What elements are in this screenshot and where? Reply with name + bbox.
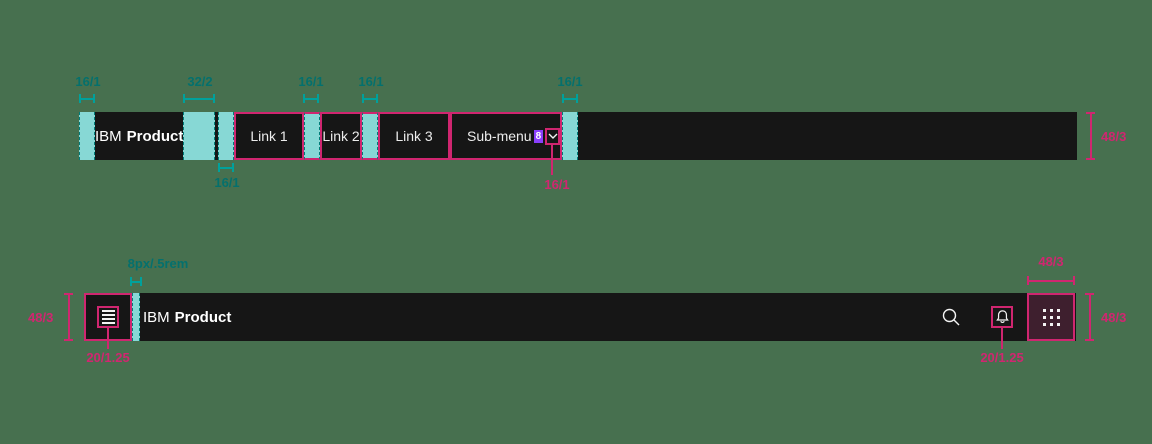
submenu-chevron-box[interactable] <box>545 127 560 145</box>
bell-icon <box>995 310 1009 324</box>
measure-label-bell-icon: 20/1.25 <box>980 350 1024 365</box>
measure-label-chevron: 16/1 <box>544 177 570 192</box>
app-switcher-button[interactable] <box>1027 293 1075 341</box>
measure-bracket-bottom-bar-height-left <box>64 293 73 341</box>
measure-label-bottom-bar-height-left: 48/3 <box>28 310 54 325</box>
measure-bracket-trailing-gap <box>562 94 578 103</box>
measure-label-left-padding: 16/1 <box>75 74 101 89</box>
nav-link-2-label: Link 2 <box>322 128 360 144</box>
brand-name: Product <box>126 127 184 145</box>
measure-bracket-switcher-width <box>1027 276 1075 285</box>
nav-submenu[interactable]: Sub-menu 8 <box>450 112 562 160</box>
measure-bracket-bottom-bar-height-right <box>1085 293 1094 341</box>
nav-link-3[interactable]: Link 3 <box>378 112 450 160</box>
measure-bracket-brand-gap <box>183 94 215 103</box>
hamburger-menu-icon <box>101 310 115 324</box>
search-button[interactable] <box>941 307 961 327</box>
notification-button[interactable] <box>991 306 1013 328</box>
measure-label-switcher-width: 48/3 <box>1038 254 1064 269</box>
nav-link-2[interactable]: Link 2 <box>320 112 362 160</box>
spacing-overlay-trailing-gap <box>562 112 578 160</box>
nav-link-3-label: Link 3 <box>395 128 433 144</box>
measure-label-link-gap-2: 16/1 <box>358 74 384 89</box>
brand-name: Product <box>174 308 232 326</box>
search-icon <box>942 308 960 326</box>
measure-bracket-divider-gap <box>218 163 234 172</box>
measure-label-brand-gap: 32/2 <box>187 74 213 89</box>
callout-line-chevron <box>551 145 553 175</box>
spacing-overlay-left-padding <box>79 112 95 160</box>
measure-bracket-link-gap-1 <box>303 94 319 103</box>
spacing-overlay-divider-gap <box>218 112 234 160</box>
measure-label-divider-gap: 16/1 <box>214 175 240 190</box>
measure-label-menu-gap: 8px/.5rem <box>127 256 189 271</box>
nav-link-1[interactable]: Link 1 <box>234 112 304 160</box>
spacing-overlay-brand-gap <box>183 112 215 160</box>
measure-bracket-left-padding <box>79 94 95 103</box>
measure-label-trailing-gap: 16/1 <box>557 74 583 89</box>
brand-prefix: IBM <box>143 308 170 326</box>
nav-submenu-label: Sub-menu <box>467 128 532 144</box>
measure-bracket-link-gap-2 <box>362 94 378 103</box>
measure-label-link-gap-1: 16/1 <box>298 74 324 89</box>
spacing-badge: 8 <box>533 129 544 143</box>
callout-line-menu-icon <box>107 328 109 349</box>
callout-line-bell-icon <box>1001 328 1003 349</box>
nav-link-1-label: Link 1 <box>250 128 288 144</box>
spacing-overlay-link-gap-1 <box>304 112 320 160</box>
measure-bracket-top-bar-height <box>1086 112 1095 160</box>
measure-bracket-menu-gap <box>130 277 142 286</box>
spacing-overlay-menu-gap <box>132 293 140 341</box>
menu-icon-box <box>97 306 119 328</box>
measure-label-menu-icon: 20/1.25 <box>86 350 130 365</box>
app-switcher-grid-icon <box>1042 308 1060 326</box>
measure-label-bottom-bar-height-right: 48/3 <box>1101 310 1127 325</box>
spacing-overlay-link-gap-2 <box>362 112 378 160</box>
chevron-down-icon <box>548 133 558 139</box>
measure-label-top-bar-height: 48/3 <box>1101 129 1127 144</box>
brand-prefix: IBM <box>95 127 122 145</box>
